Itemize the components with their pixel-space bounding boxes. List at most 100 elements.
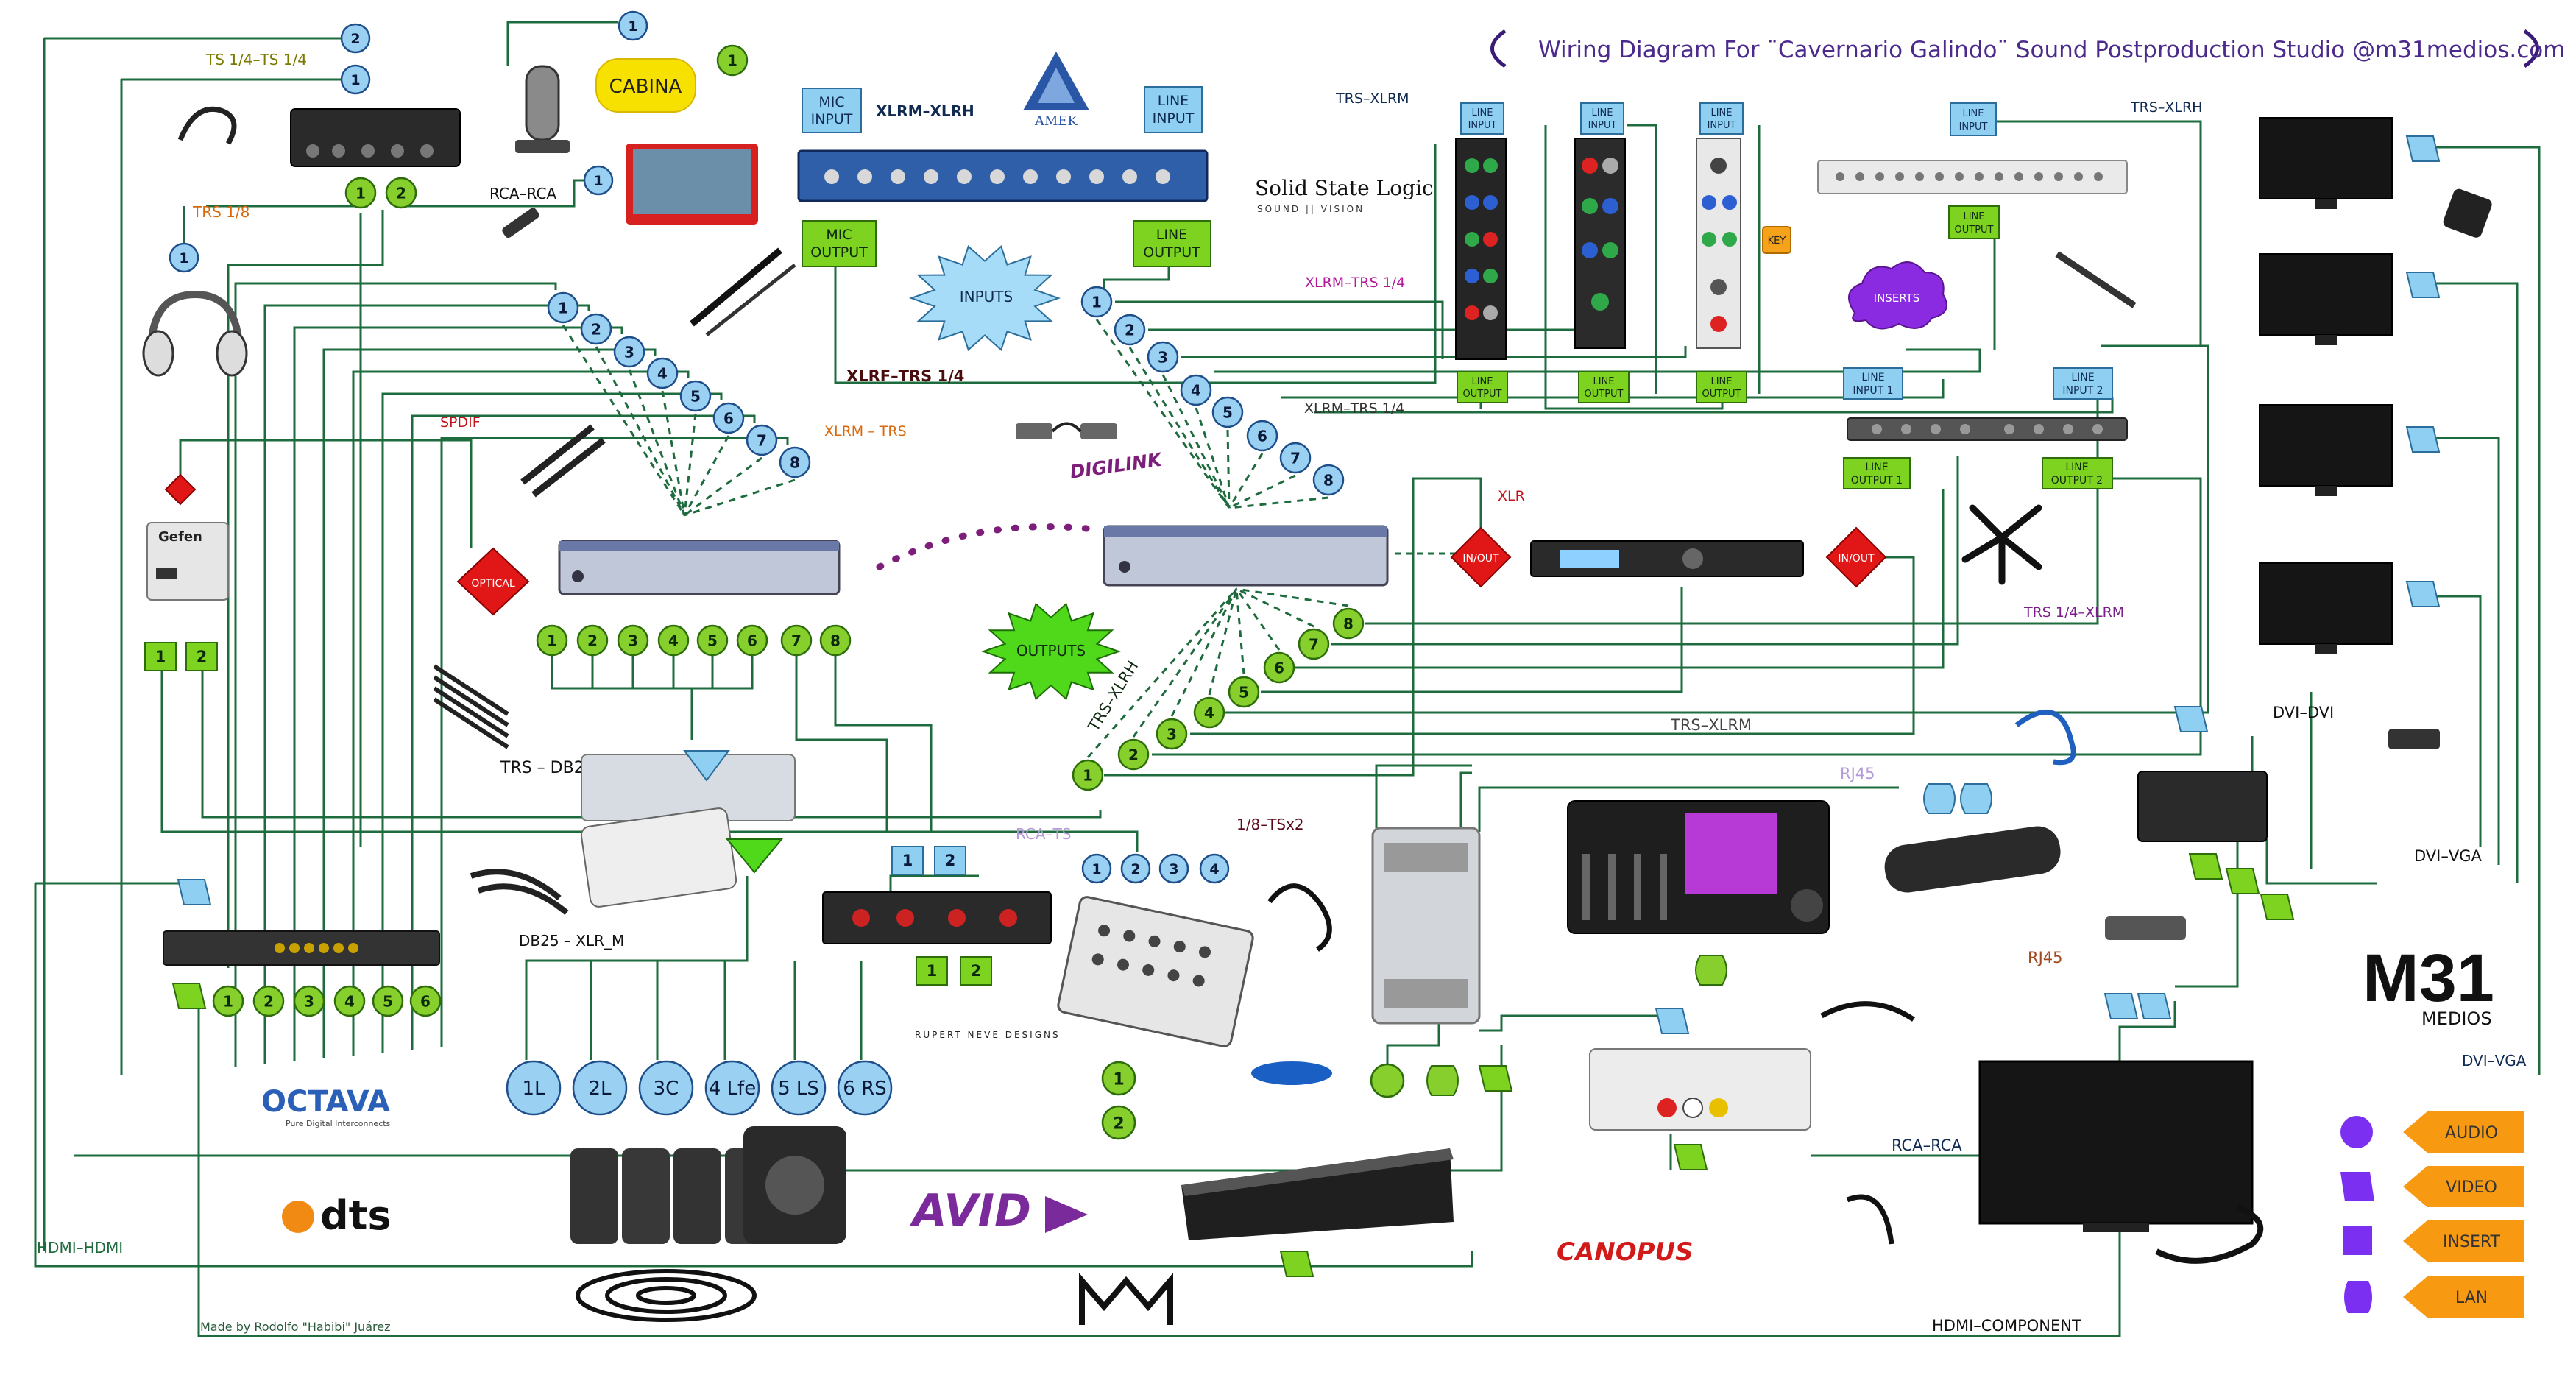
connector-mic-1-label: 1 [727, 52, 737, 70]
insert-in-out-diamond-right [1825, 526, 1887, 588]
monitor-input-4 [2405, 581, 2441, 607]
monitor-input-1 [2405, 135, 2441, 162]
amek-label: AMEK [1034, 113, 1078, 129]
legend-lan-label: LAN [2455, 1289, 2488, 1307]
strip-line-input-label-1: LINE [1591, 107, 1613, 119]
connector-headphone-2: 2 [385, 177, 417, 209]
receiver-output-5-label: 5 [383, 993, 393, 1011]
rca-ts-label: RCA–TS [1016, 825, 1071, 843]
patch-input-right-4: 4 [1180, 374, 1212, 406]
line-output-top-label-1: LINE [1156, 227, 1187, 243]
interface-left-output-5: 5 [696, 624, 729, 657]
dvi-out-3 [2260, 894, 2295, 920]
mixer-input-2: 2 [1120, 853, 1151, 884]
computer-audio-connector [1370, 1063, 1405, 1098]
db25-xlr-label: DB25 – XLR_M [519, 932, 624, 950]
spdif-label: SPDIF [440, 414, 481, 431]
rca-cable-icon-b [531, 437, 606, 498]
patch-input-left-3: 3 [613, 336, 645, 368]
mic-input-label-1: MIC [818, 94, 844, 110]
interface-left-output-4: 4 [657, 624, 690, 657]
interface-left-output-1-label: 1 [547, 632, 557, 650]
patch-output-right-7-label: 7 [1309, 636, 1319, 654]
digilink-label: DIGILINK [1069, 449, 1164, 483]
digilink-cable [876, 523, 1104, 570]
xlrf-trs-label: XLRF–TRS 1/4 [846, 367, 964, 385]
strip-line-output-label-1: LINE [1710, 376, 1732, 387]
dts-logo-icon [282, 1201, 314, 1233]
mic-input-box [802, 88, 862, 133]
patch-input-right-6-label: 6 [1257, 428, 1267, 445]
octava-logo: OCTAVA [261, 1085, 390, 1119]
inserts-cloud [1848, 261, 1947, 330]
bluray-player-top [1181, 1148, 1454, 1196]
octava-tagline: Pure Digital Interconnects [286, 1119, 391, 1128]
patch-output-right-3-label: 3 [1167, 726, 1177, 743]
avid-play-icon [1045, 1196, 1088, 1233]
in-out-label-left: IN/OUT [1462, 553, 1499, 565]
outputs-label: OUTPUTS [1016, 642, 1086, 660]
dvi-out-2 [2225, 868, 2260, 894]
dts-logo: dts [320, 1192, 392, 1239]
channel-strip-1 [1455, 138, 1507, 360]
headphone-amp-device [290, 108, 461, 167]
gefen-output-2-label: 2 [197, 648, 208, 665]
key-tag [1762, 226, 1791, 254]
connector-rca-1-label: 1 [593, 173, 603, 189]
rupert-neve-logo: RUPERT NEVE DESIGNS [915, 1030, 1061, 1040]
dvi-out-1 [2188, 853, 2223, 880]
mic-output-box [802, 220, 877, 267]
trs18x2-label: 1/8–TSx2 [1236, 816, 1304, 833]
patch-input-left-8: 8 [779, 446, 811, 478]
control-surface-faders [1582, 854, 1667, 920]
headphone-amp-knobs [306, 144, 434, 158]
rj45-label-bottom: RJ45 [2028, 949, 2063, 966]
speaker-channel-1l-label: 1L [522, 1078, 545, 1100]
mic-output-label-1: MIC [826, 227, 852, 243]
interface-left-output-3-label: 3 [628, 632, 638, 650]
mac-pro-computer [1371, 827, 1481, 1025]
line-input-top-label-1: LINE [1158, 93, 1189, 109]
patch-output-right-2-label: 2 [1128, 746, 1139, 764]
inserts-label: INSERTS [1874, 291, 1920, 305]
patch-output-right-8: 8 [1332, 607, 1365, 640]
patch-input-right-5: 5 [1211, 396, 1244, 428]
outputs-starburst [980, 602, 1122, 701]
patch-output-right-8-label: 8 [1343, 615, 1354, 633]
gefen-output-1: 1 [144, 642, 177, 671]
line-input-1-box [1843, 367, 1903, 400]
patch-input-left-8-label: 8 [790, 454, 800, 472]
rupert-output-1: 1 [916, 956, 948, 986]
hdmi-hdmi-label: HDMI–HDMI [37, 1239, 123, 1257]
rca-rca-label: RCA–RCA [489, 185, 556, 202]
patch-input-right-1-label: 1 [1091, 294, 1102, 311]
two-channel-compressor-device [1847, 417, 2128, 441]
receiver-output-3-label: 3 [304, 993, 314, 1011]
patch-input-right-7-label: 7 [1290, 450, 1301, 467]
mixer-input-4-label: 4 [1209, 861, 1219, 877]
patch-output-right-5-label: 5 [1239, 684, 1249, 701]
speaker-feed-1-label: 1 [1113, 1070, 1124, 1089]
speaker-channel-3c: 3C [638, 1060, 694, 1116]
trs-xlrm-mid-label: TRS–XLRM [1670, 716, 1752, 734]
bluray-logo-icon [1251, 1061, 1332, 1085]
computer-video-connector [1478, 1065, 1513, 1092]
outboard-processor-knob [1682, 548, 1703, 569]
connector-cabina-1: 1 [618, 10, 648, 41]
patch-input-right-4-label: 4 [1191, 382, 1201, 400]
digilink-cable-wire [1051, 422, 1082, 433]
credit-text: Made by Rodolfo "Habibi" Juárez [200, 1320, 390, 1334]
speaker-channel-2l-label: 2L [588, 1078, 612, 1100]
patch-output-right-1-label: 1 [1083, 767, 1093, 785]
connector-cabina-1-label: 1 [628, 18, 637, 35]
dvi-in [2173, 706, 2209, 732]
trs18-label: TRS 1/8 [192, 203, 250, 221]
interface-left-output-2-label: 2 [587, 632, 598, 650]
legend-audio-label: AUDIO [2445, 1124, 2498, 1142]
patch-input-left-5: 5 [679, 380, 712, 412]
mic-output-label-2: OUTPUT [810, 244, 868, 261]
